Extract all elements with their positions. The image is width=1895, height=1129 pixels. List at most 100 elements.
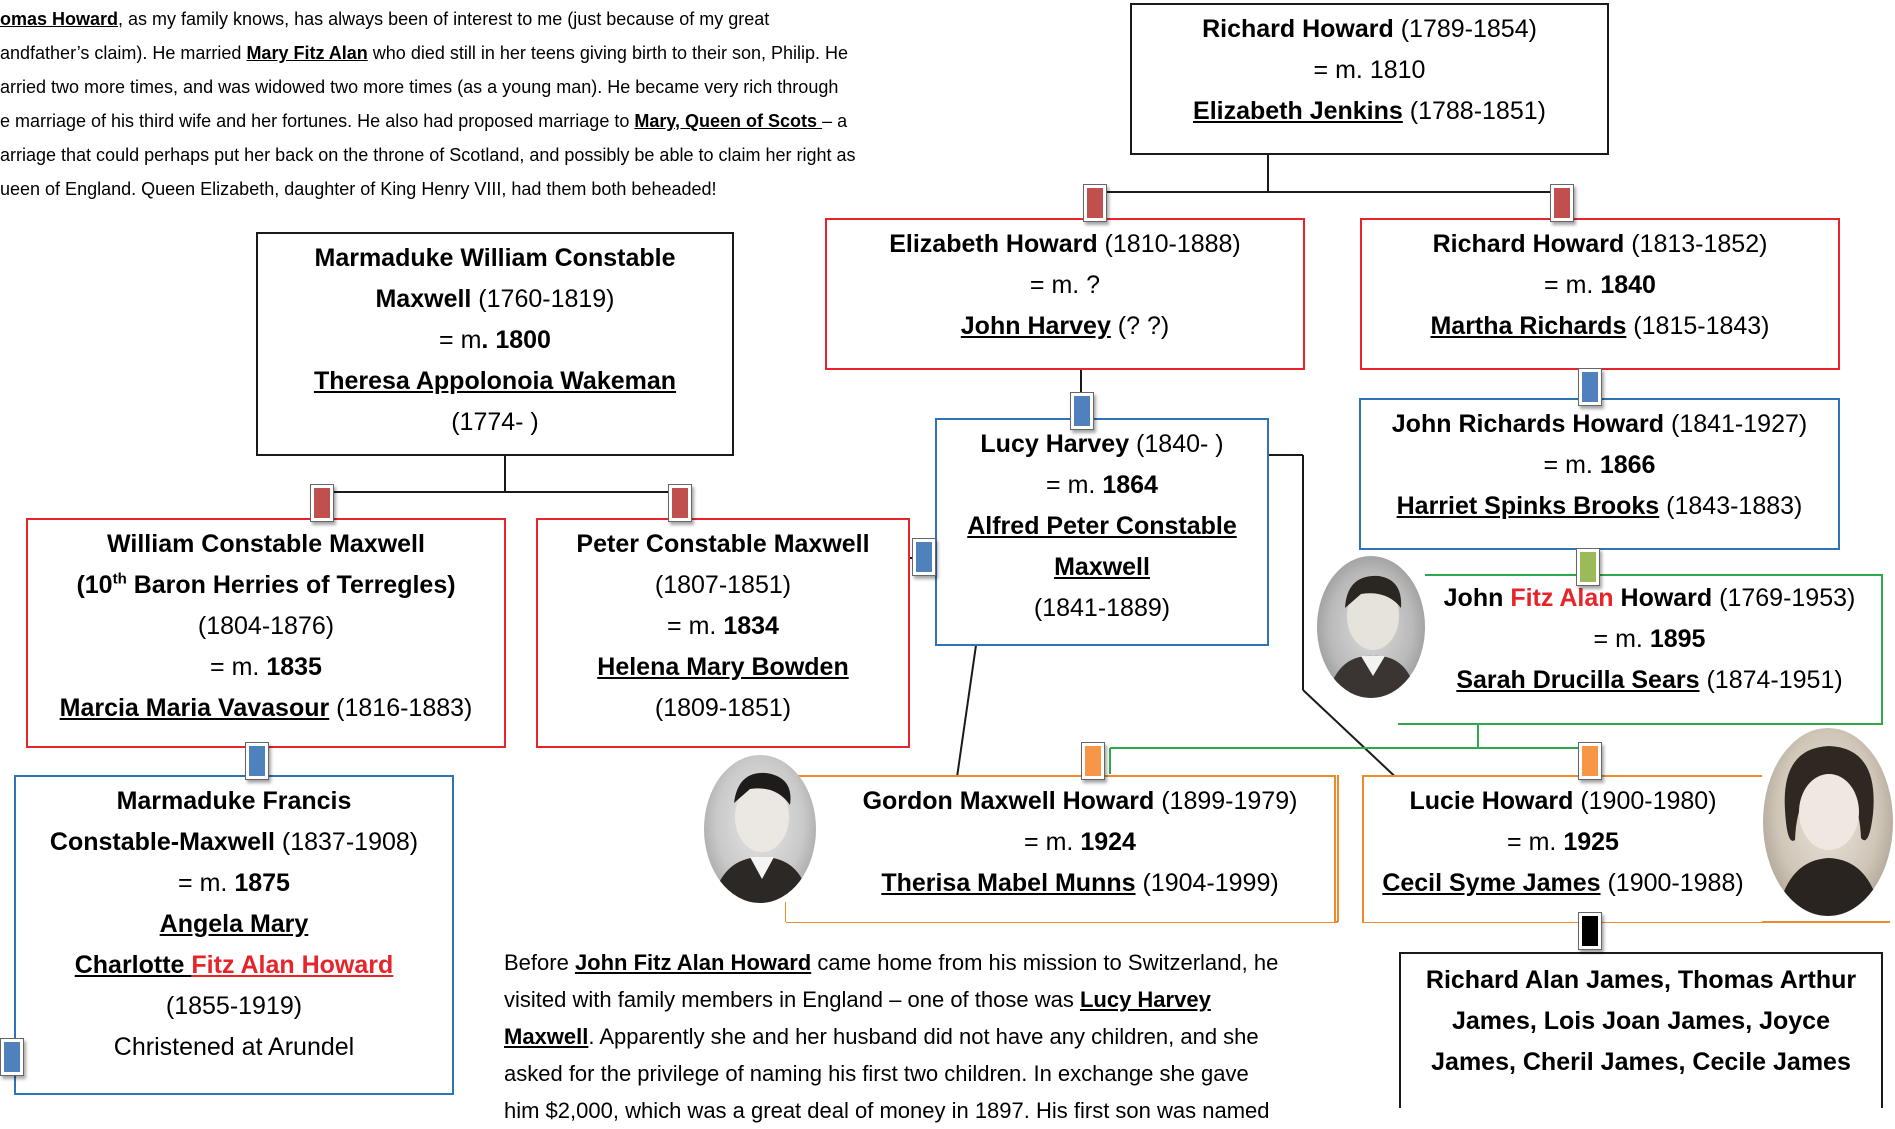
book-icon [0, 1038, 24, 1076]
marriage-year: 1864 [1102, 471, 1158, 499]
person-dates: (1813-1852) [1624, 230, 1768, 258]
box-line: Elizabeth Howard (1810-1888) [827, 224, 1303, 265]
book-icon [1576, 548, 1600, 586]
box-line: Theresa Appolonoia Wakeman [258, 361, 732, 402]
person-box-gordon-maxwell-howard: Gordon Maxwell Howard (1899-1979) = m. 1… [786, 775, 1336, 922]
box-line: James, Cheril James, Cecile James [1401, 1042, 1881, 1083]
spouse-dates: (1815-1843) [1626, 312, 1770, 340]
marriage-label: = m. [1543, 451, 1600, 479]
john-fitz-alan-howard-name: John Fitz Alan Howard [574, 950, 812, 975]
person-dates: (1769-1953) [1712, 584, 1856, 612]
person-name: Fitz Alan [1510, 584, 1614, 612]
story-text: him $2,000, which was a great deal of mo… [504, 1098, 1270, 1123]
story-paragraph: Before John Fitz Alan Howard came home f… [504, 944, 1362, 1129]
story-text: visited with family members in England –… [504, 987, 1080, 1012]
story-text: asked for the privilege of naming his fi… [504, 1061, 1249, 1086]
book-icon [1578, 368, 1602, 406]
person-name: Howard [1613, 584, 1713, 612]
person-name: Marmaduke Francis [116, 787, 352, 815]
spouse-dates: (1809-1851) [654, 694, 792, 722]
spouse-dates: (1904-1999) [1135, 869, 1279, 897]
box-line: = m. 1834 [538, 606, 908, 647]
spouse-dates: (1841-1889) [1033, 594, 1171, 622]
box-line: John Fitz Alan Howard (1769-1953) [1418, 578, 1881, 619]
christening-note: Christened at Arundel [113, 1033, 355, 1061]
box-line: = m. 1810 [1132, 50, 1607, 91]
person-dates: (1789-1854) [1393, 15, 1537, 43]
box-line: Gordon Maxwell Howard (1899-1979) [826, 781, 1334, 822]
green-box-top-edge [1425, 574, 1883, 576]
box-line: = m. 1835 [28, 647, 504, 688]
box-line: Lucy Harvey (1840- ) [937, 424, 1267, 465]
person-title: th [112, 570, 127, 588]
book-icon [1578, 912, 1602, 950]
person-name: John Richards Howard [1391, 410, 1665, 438]
spouse-dates: (1900-1988) [1600, 869, 1744, 897]
person-title: Baron Herries of Terregles) [126, 571, 456, 599]
box-line: William Constable Maxwell [28, 524, 504, 565]
spouse-name: Elizabeth Jenkins [1193, 97, 1403, 125]
box-line: Marmaduke William Constable [258, 238, 732, 279]
portrait-photo [712, 772, 810, 903]
box-line: Elizabeth Jenkins (1788-1851) [1132, 91, 1607, 132]
spouse-name: Therisa Mabel Munns [881, 869, 1136, 897]
lucy-harvey-name: Lucy Harvey [1079, 987, 1211, 1012]
person-name: Gordon Maxwell Howard [862, 787, 1155, 815]
box-line: = m. 1895 [1418, 619, 1881, 660]
children-names: Richard Alan James, Thomas Arthur [1425, 966, 1857, 994]
spouse-dates: (1874-1951) [1699, 666, 1843, 694]
person-dates: (1899-1979) [1154, 787, 1298, 815]
spouse-dates: (1816-1883) [329, 694, 473, 722]
portrait-gordon-maxwell-howard [704, 755, 816, 903]
story-line: Maxwell. Apparently she and her husband … [504, 1018, 1362, 1055]
spouse-name: Marcia Maria Vavasour [59, 694, 330, 722]
spouse-dates: (1855-1919) [165, 992, 303, 1020]
person-box-peter-constable-maxwell: Peter Constable Maxwell (1807-1851) = m.… [536, 518, 910, 748]
box-line: Martha Richards (1815-1843) [1362, 306, 1838, 347]
person-dates: (1760-1819) [471, 285, 615, 313]
box-line: John Richards Howard (1841-1927) [1361, 404, 1838, 445]
marriage-label: = m. [1593, 625, 1650, 653]
marriage-year: . 1800 [481, 326, 551, 354]
person-name: Maxwell [375, 285, 472, 313]
marriage-year: 1810 [1369, 56, 1426, 84]
intro-text: who died still in her teens giving birth… [367, 43, 849, 63]
person-dates: (1807-1851) [654, 571, 792, 599]
children-names: James, Cheril James, Cecile James [1431, 1048, 1851, 1076]
marriage-year: 1875 [234, 869, 290, 897]
marriage-year: 1835 [266, 653, 322, 681]
marriage-year: 1895 [1649, 625, 1706, 653]
marriage-label: = m. [1046, 471, 1103, 499]
box-line: = m. 1840 [1362, 265, 1838, 306]
children-names: James, Lois Joan James, Joyce [1452, 1007, 1830, 1035]
spouse-name: Helena Mary Bowden [597, 653, 849, 681]
story-text: Before [504, 950, 575, 975]
portrait-lucie-howard [1763, 728, 1893, 916]
story-line: Before John Fitz Alan Howard came home f… [504, 944, 1362, 981]
box-line: Marcia Maria Vavasour (1816-1883) [28, 688, 504, 729]
marriage-year: 1925 [1563, 828, 1619, 856]
marriage-label: = m. [1313, 56, 1370, 84]
thomas-howard-link: omas Howard [0, 9, 119, 29]
box-line: = m. 1924 [826, 822, 1334, 863]
box-line: Richard Alan James, Thomas Arthur [1401, 960, 1881, 1001]
intro-paragraph: omas Howard, as my family knows, has alw… [0, 2, 1062, 206]
person-box-richard-howard-1813: Richard Howard (1813-1852) = m. 1840 Mar… [1360, 218, 1840, 370]
intro-text: arriage that could perhaps put her back … [0, 145, 856, 165]
person-box-john-richards-howard: John Richards Howard (1841-1927) = m. 18… [1359, 398, 1840, 550]
person-name: John [1443, 584, 1511, 612]
story-text: came home from his mission to Switzerlan… [811, 950, 1279, 975]
person-name: Lucy Harvey [980, 430, 1130, 458]
box-line: Harriet Spinks Brooks (1843-1883) [1361, 486, 1838, 527]
box-line: = m. 1800 [258, 320, 732, 361]
box-line: Maxwell (1760-1819) [258, 279, 732, 320]
book-icon [1578, 742, 1602, 780]
person-title: (10 [76, 571, 113, 599]
box-line: Maxwell [937, 547, 1267, 588]
intro-text: arried two more times, and was widowed t… [0, 77, 839, 97]
book-icon [310, 484, 334, 522]
box-line: James, Lois Joan James, Joyce [1401, 1001, 1881, 1042]
marriage-label: = m. [1024, 828, 1081, 856]
book-icon [1083, 184, 1107, 222]
box-line: = m. 1864 [937, 465, 1267, 506]
